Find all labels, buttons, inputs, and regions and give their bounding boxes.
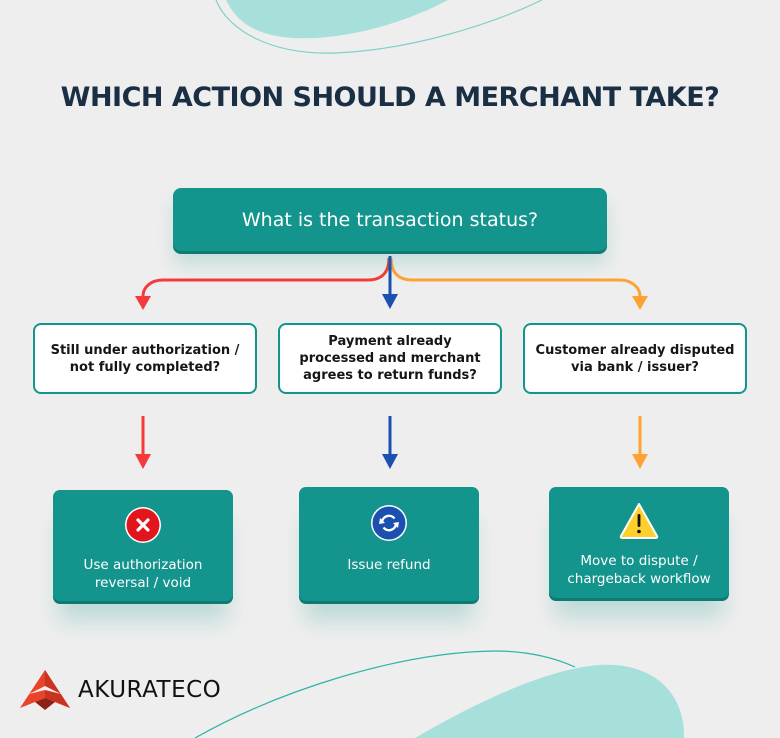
warning-triangle-icon [619,503,659,539]
akurateco-logo-icon [20,670,70,710]
action-label: Use authorization reversal / void [83,557,203,591]
question-box-processed: Payment already processed and merchant a… [278,323,502,394]
question-box-disputed: Customer already disputed via bank / iss… [523,323,747,394]
action-label: Issue refund [347,557,431,573]
x-circle-icon [125,507,161,543]
refresh-circle-icon [371,505,407,541]
action-box-chargeback: Move to dispute / chargeback workflow [549,487,729,598]
brand-name: AKURATECO [78,677,222,703]
action-label: Move to dispute / chargeback workflow [567,553,711,587]
page-title: WHICH ACTION SHOULD A MERCHANT TAKE? [60,82,720,113]
root-question-box: What is the transaction status? [173,188,607,251]
action-box-void: Use authorization reversal / void [53,490,233,601]
action-box-refund: Issue refund [299,487,479,601]
question-box-authorization: Still under authorization / not fully co… [33,323,257,394]
brand-logo: AKURATECO [20,670,221,710]
